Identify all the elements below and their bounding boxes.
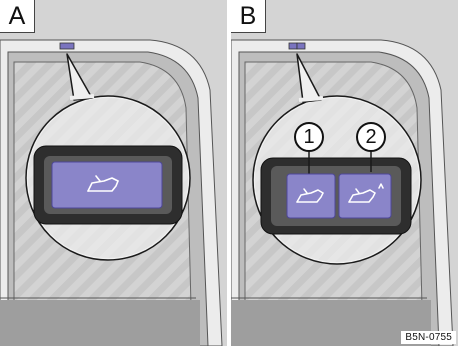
panel-a: A (0, 0, 227, 346)
panel-b-illustration (231, 0, 458, 346)
callout-2: 2 (356, 122, 386, 152)
tailgate-close-icon (348, 183, 384, 203)
figure-code: B5N-0755 (401, 331, 456, 344)
panel-a-illustration (0, 0, 227, 346)
tailgate-open-button[interactable] (286, 173, 336, 219)
panel-a-label: A (0, 0, 35, 33)
tailgate-open-icon (87, 175, 119, 192)
panel-b: B 1 2 B5N-0755 (231, 0, 458, 346)
tailgate-open-icon (296, 188, 324, 203)
callout-1: 1 (294, 122, 324, 152)
tailgate-close-button[interactable] (338, 173, 392, 219)
panel-b-label: B (231, 0, 266, 33)
tailgate-button-a[interactable] (51, 161, 163, 209)
